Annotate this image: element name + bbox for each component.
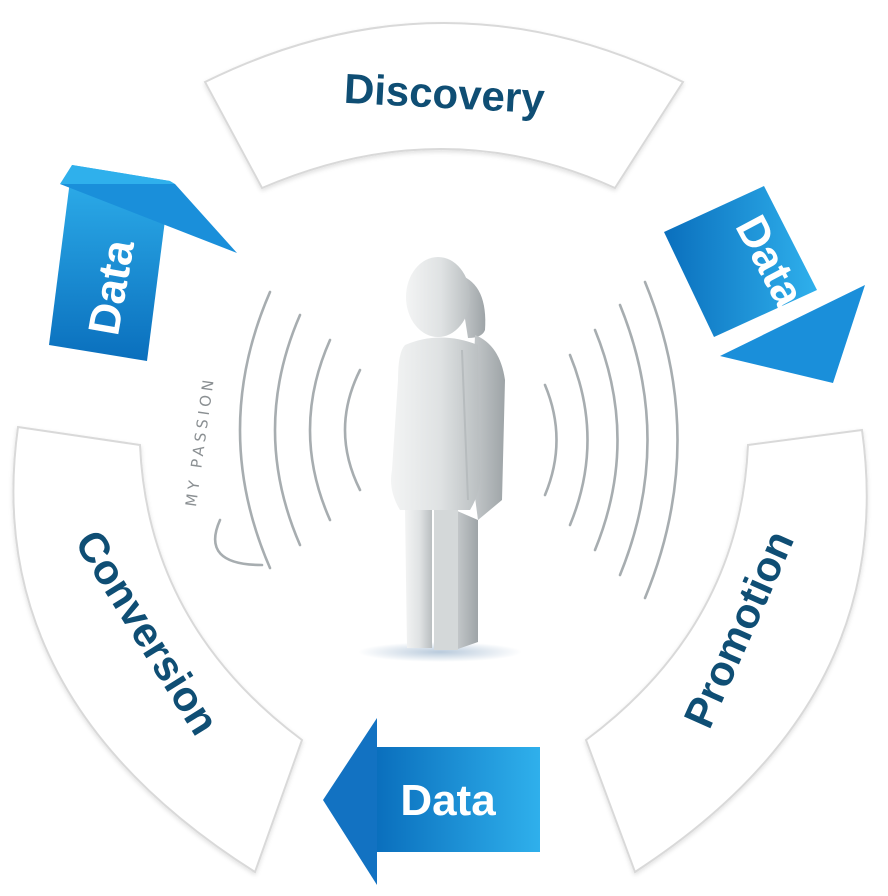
wave-right-2 [568, 353, 589, 527]
arrow-label-data-left: Data [400, 776, 496, 825]
segment-promotion: Promotion [584, 428, 868, 874]
wave-left-1 [343, 368, 362, 492]
wave-right-3 [593, 328, 619, 552]
wave-right-5 [643, 280, 679, 600]
wave-left-4 [238, 290, 272, 570]
arrow-data-up: Data [49, 165, 237, 361]
person-icon [358, 257, 522, 662]
wave-left-5 [213, 518, 264, 567]
wave-left-2 [308, 338, 332, 522]
passion-waves [213, 280, 679, 600]
arrow-data-down: Data [664, 186, 865, 383]
passion-label: MY PASSION [182, 375, 218, 508]
arrow-data-left: Data [323, 718, 540, 885]
segment-label-discovery: Discovery [343, 65, 547, 122]
wave-right-4 [618, 303, 649, 577]
segment-discovery: Discovery [203, 22, 685, 190]
wave-right-1 [543, 383, 558, 497]
wave-left-3 [273, 313, 302, 547]
segment-conversion: Conversion [12, 425, 304, 874]
